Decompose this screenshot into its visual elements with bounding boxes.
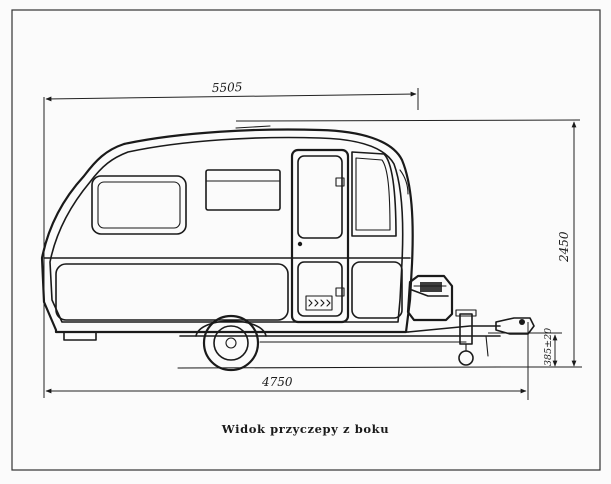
dimension-top-length: 5505 — [43, 80, 419, 398]
dimension-clearance-label: 385±20 — [543, 328, 554, 366]
front-storage-box — [406, 274, 454, 322]
dimension-bottom-length-label: 4750 — [261, 375, 293, 389]
ground-line — [177, 366, 501, 369]
dimension-clearance: 385±20 — [488, 328, 562, 367]
dimension-top-length-label: 5505 — [212, 80, 243, 95]
chassis-drawbar — [179, 309, 535, 366]
dimension-bottom-length: 4750 — [45, 322, 529, 400]
lower-rear-panel — [55, 263, 289, 321]
dimension-height-label: 2450 — [557, 231, 571, 263]
lower-front-panel — [351, 261, 403, 319]
front-window — [351, 151, 397, 237]
dimension-height: 2450 — [235, 119, 582, 368]
trailer-wheel — [195, 314, 267, 372]
entry-door — [290, 148, 350, 324]
rear-window — [91, 175, 187, 235]
drawing-frame — [11, 9, 601, 471]
middle-window — [205, 169, 281, 211]
figure-caption: Widok przyczepy z boku — [221, 422, 390, 436]
